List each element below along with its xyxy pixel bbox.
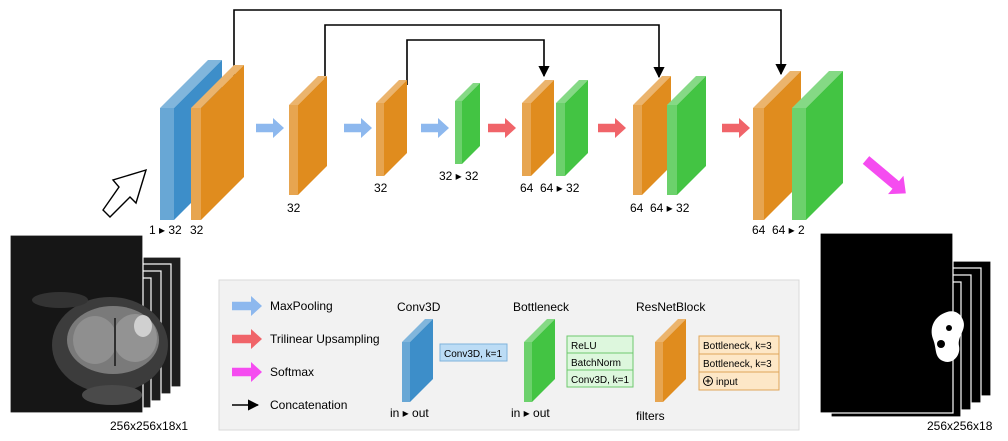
legend-conv-caption: in ▸ out	[390, 406, 429, 420]
flow-arrows	[256, 118, 906, 195]
skip-connection-outer	[233, 9, 787, 80]
legend-bott-block	[524, 319, 555, 402]
legend-arrow-keys	[232, 296, 262, 382]
legend-conv-slab	[402, 319, 433, 402]
resnet-block-1	[191, 65, 244, 220]
legend-conv-block	[402, 319, 433, 402]
bottleneck-block-1	[455, 83, 480, 164]
legend-bott-row-relu-text: ReLU	[571, 341, 597, 352]
legend-bott-row-conv	[566, 369, 634, 388]
legend-conv-title: Conv3D	[397, 300, 441, 314]
label-conv-in: 1 ▸ 32	[149, 223, 182, 237]
label-bott3: 64 ▸ 32	[650, 201, 690, 215]
resnet-block-3	[376, 80, 407, 176]
legend-res-caption: filters	[636, 409, 665, 423]
input-mri-slice	[9, 234, 168, 414]
maxpool-arrow-1	[256, 118, 284, 138]
label-bott-out: 64 ▸ 2	[772, 223, 805, 237]
input-arrow	[102, 168, 148, 218]
output-caption: 256x256x18	[927, 419, 993, 433]
skip-connection-inner	[406, 39, 550, 85]
input-caption: 256x256x18x1	[110, 419, 188, 433]
legend-res-title: ResNetBlock	[636, 300, 706, 314]
legend-softmax-arrow	[232, 362, 262, 382]
label-res3: 32	[374, 181, 388, 195]
maxpool-arrow-3	[421, 118, 449, 138]
legend-bott-row-conv-text: Conv3D, k=1	[571, 375, 630, 386]
legend-upsample-label: Trilinear Upsampling	[270, 332, 380, 346]
label-res-up1: 64	[520, 181, 534, 195]
label-res2: 32	[287, 201, 301, 215]
network-blocks	[160, 60, 843, 220]
legend-res-slab	[655, 319, 686, 402]
legend-bott-slab	[524, 319, 555, 402]
legend-res-rows: Bottleneck, k=3 Bottleneck, k=3 input	[698, 335, 780, 391]
input-image-stack: 256x256x18x1	[9, 234, 188, 433]
label-bott2: 64 ▸ 32	[540, 181, 580, 195]
legend-res-row-3	[698, 371, 780, 391]
legend-res-row-3-text: input	[716, 377, 738, 388]
legend-bott-title: Bottleneck	[513, 300, 570, 314]
bottleneck-block-3	[667, 76, 706, 195]
legend-res-block	[655, 319, 686, 402]
skip-connection-middle	[324, 24, 665, 100]
skip-connections	[233, 9, 787, 100]
legend-bott-caption: in ▸ out	[511, 406, 550, 420]
bottleneck-block-2	[556, 80, 588, 176]
upsample-arrow-3	[722, 118, 750, 138]
legend-res-add-icon	[703, 376, 713, 386]
label-res-up2: 64	[630, 201, 644, 215]
label-res1: 32	[190, 223, 204, 237]
legend-conv-box	[439, 343, 508, 362]
legend-softmax-label: Softmax	[270, 365, 314, 379]
label-bott1: 32 ▸ 32	[439, 169, 479, 183]
legend-panel: MaxPooling Trilinear Upsampling Softmax …	[218, 279, 800, 431]
resnet-upsample-block-3	[753, 71, 801, 220]
legend-maxpool-arrow	[232, 296, 262, 316]
upsample-arrow-2	[598, 118, 626, 138]
legend-upsample-arrow	[232, 329, 262, 349]
upsample-arrow-1	[488, 118, 516, 138]
legend-concat-label: Concatenation	[270, 398, 347, 412]
resnet-upsample-block-2	[633, 76, 671, 195]
label-res-up3: 64	[752, 223, 766, 237]
softmax-arrow	[862, 156, 906, 195]
output-mask-slice	[819, 232, 964, 414]
legend-bott-row-batchnorm-text: BatchNorm	[571, 358, 621, 369]
legend-maxpool-label: MaxPooling	[270, 299, 333, 313]
maxpool-arrow-2	[344, 118, 372, 138]
output-mask-stack: 256x256x18	[819, 232, 993, 433]
bottleneck-output-block	[792, 71, 843, 220]
legend-res-row-2-text: Bottleneck, k=3	[703, 359, 772, 370]
block-labels: 1 ▸ 32 32 32 32 32 ▸ 32 64 64 ▸ 32 64 64…	[149, 169, 805, 237]
legend-conv-box-text: Conv3D, k=1	[444, 349, 503, 360]
resnet-block-2	[289, 76, 327, 195]
legend-res-row-1-text: Bottleneck, k=3	[703, 341, 772, 352]
resnet-upsample-block-1	[522, 80, 554, 176]
legend-bott-rows: ReLU BatchNorm Conv3D, k=1	[566, 335, 634, 388]
